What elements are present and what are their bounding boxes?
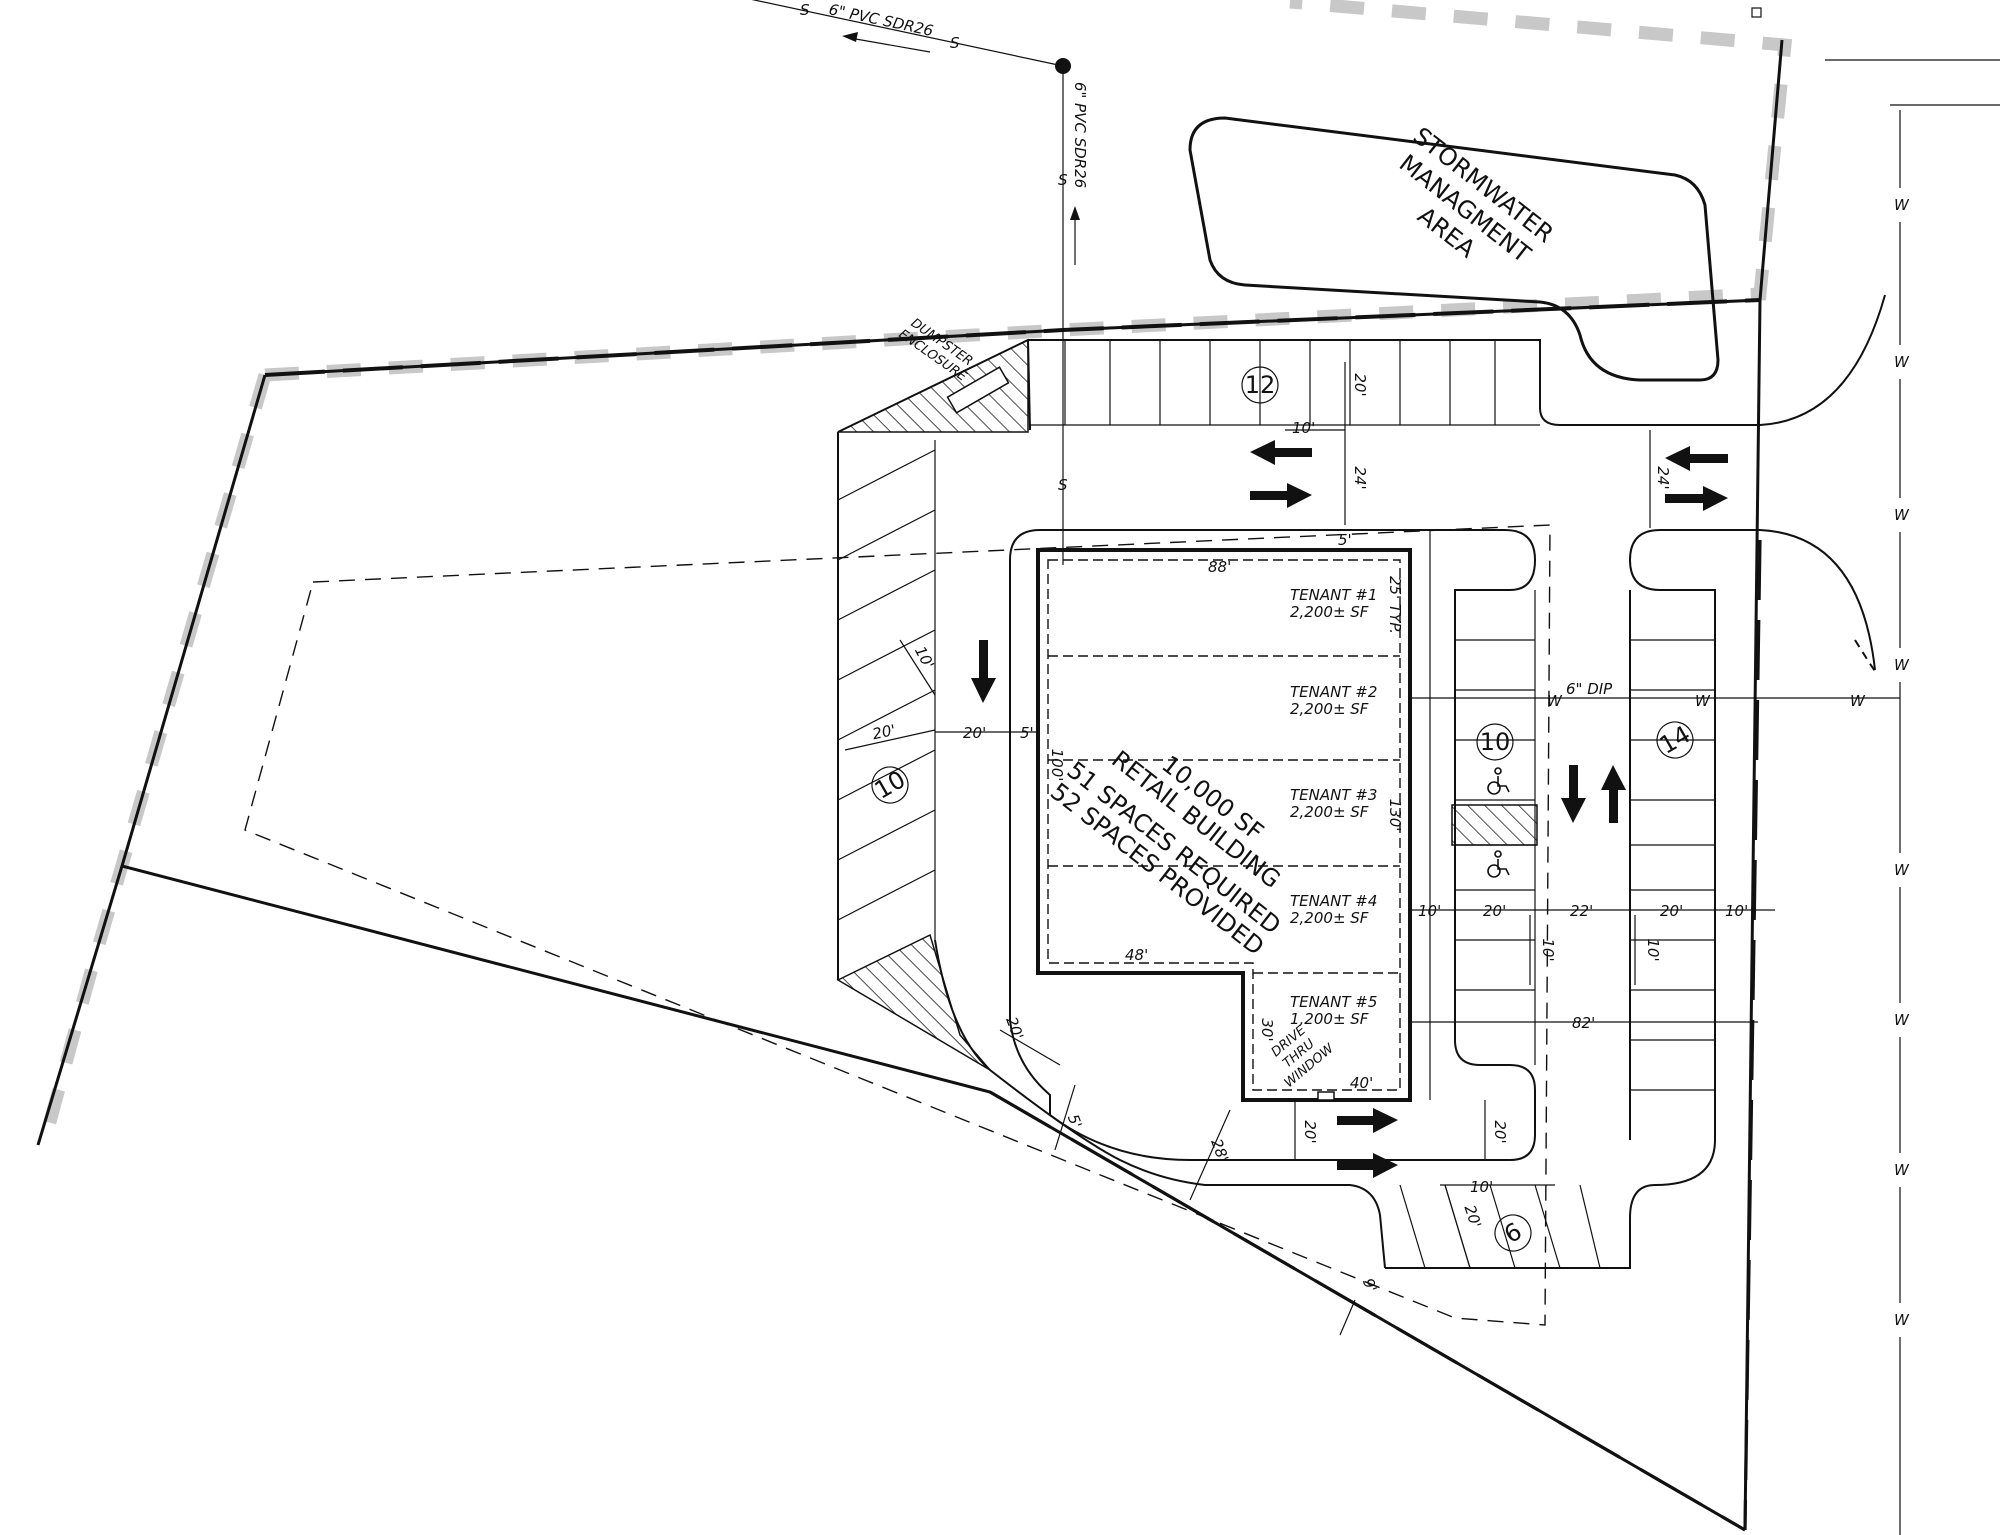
pavement-edges xyxy=(837,294,1886,1269)
property-boundary xyxy=(36,0,1793,1532)
sewer-label-top: 6" PVC SDR26 xyxy=(827,0,935,40)
tenant-5-name: TENANT #5 xyxy=(1290,993,1377,1011)
tenant-4-area: 2,200± SF xyxy=(1290,909,1369,927)
count-east-row-west: 10 xyxy=(1476,723,1514,761)
arrow-down-icon xyxy=(1561,765,1586,823)
retail-building xyxy=(1036,548,1412,1102)
sewer-s-4: S xyxy=(1058,476,1068,494)
dim-9: 9' xyxy=(1359,1276,1381,1295)
dim-20-s2: 20' xyxy=(1491,1120,1509,1143)
dim-30: 30' xyxy=(1258,1018,1276,1041)
sewer-s-3: S xyxy=(1058,171,1068,189)
sewer-s-1: S xyxy=(800,1,810,19)
hatched-islands xyxy=(836,338,1538,1071)
water-w-7: W xyxy=(1894,656,1910,674)
count-north-row: 12 xyxy=(1241,366,1279,404)
tenant-5-area: 1,200± SF xyxy=(1290,1010,1369,1028)
svg-text:10: 10 xyxy=(870,765,910,805)
count-east-row-east: 14 xyxy=(1655,720,1695,760)
accessible-parking-icon xyxy=(1487,850,1510,878)
arrow-right-icon xyxy=(1665,486,1728,511)
dim-5-sw: 5' xyxy=(1064,1112,1086,1131)
dim-20-s1: 20' xyxy=(1301,1120,1319,1143)
tenant-2-name: TENANT #2 xyxy=(1290,683,1377,701)
tenant-4-name: TENANT #4 xyxy=(1290,892,1377,910)
accessible-parking-icon xyxy=(1487,767,1510,795)
dim-24-north: 24' xyxy=(1351,466,1369,489)
dim-24-east: 24' xyxy=(1654,466,1672,489)
setback-line xyxy=(244,524,1551,1326)
water-w-10: W xyxy=(1894,1161,1910,1179)
water-w-5: W xyxy=(1894,353,1910,371)
water-main: W W W 6" DIP W W W W W W W W xyxy=(1410,110,1910,1535)
water-w-1: W xyxy=(1547,692,1563,710)
water-w-3: W xyxy=(1850,692,1866,710)
svg-text:14: 14 xyxy=(1655,720,1695,760)
arrow-right-icon xyxy=(1250,483,1312,508)
dim-20-e1: 20' xyxy=(1483,902,1506,920)
arrow-down-icon xyxy=(971,640,996,703)
count-south-row: 6 xyxy=(1494,1214,1532,1252)
count-west-row: 10 xyxy=(870,765,910,805)
dim-40: 40' xyxy=(1350,1074,1373,1092)
dim-25-typ: 25' TYP. xyxy=(1386,576,1404,634)
dim-82: 82' xyxy=(1572,1014,1595,1032)
dim-20-west-aisle: 20' xyxy=(963,724,986,742)
sewer-label-vertical: 6" PVC SDR26 xyxy=(1071,82,1089,188)
dim-10-north: 10' xyxy=(1292,419,1315,437)
dim-5-north: 5' xyxy=(1338,531,1352,549)
dim-88: 88' xyxy=(1208,558,1231,576)
dim-130: 130' xyxy=(1386,799,1404,832)
tenant-3-name: TENANT #3 xyxy=(1290,786,1377,804)
dim-48: 48' xyxy=(1125,946,1148,964)
sewer-s-2: S xyxy=(950,34,960,52)
tenant-3-area: 2,200± SF xyxy=(1290,803,1369,821)
water-w-2: W xyxy=(1695,692,1711,710)
tenant-1-name: TENANT #1 xyxy=(1290,586,1377,604)
dim-10-e4: 10' xyxy=(1644,938,1662,961)
water-w-4: W xyxy=(1894,196,1910,214)
dim-10-e3: 10' xyxy=(1539,938,1557,961)
dim-10-s: 10' xyxy=(1470,1178,1493,1196)
sanitary-sewer: 6" PVC SDR26 S S 6" PVC SDR26 S S xyxy=(751,0,1089,565)
parking-stalls xyxy=(837,340,1715,1269)
tenant-labels: TENANT #1 2,200± SF TENANT #2 2,200± SF … xyxy=(1290,586,1377,1028)
building-summary: 10,000 SF RETAIL BUILDING 51 SPACES REQU… xyxy=(1045,745,1286,961)
water-w-9: W xyxy=(1894,1011,1910,1029)
svg-text:10: 10 xyxy=(1480,728,1511,756)
dim-100: 100' xyxy=(1048,749,1066,782)
dim-22-e: 22' xyxy=(1570,902,1593,920)
dimension-annotations: 20' 10' 24' 5' 24' 88' 25' TYP. 100' 130… xyxy=(844,362,1775,1336)
svg-text:12: 12 xyxy=(1245,371,1276,399)
svg-text:6: 6 xyxy=(1499,1217,1526,1249)
water-w-6: W xyxy=(1894,506,1910,524)
traffic-arrows xyxy=(971,440,1728,1178)
arrow-up-icon xyxy=(1601,765,1626,823)
dim-10-e1: 10' xyxy=(1418,902,1441,920)
arrow-right-icon xyxy=(1337,1153,1398,1178)
tenant-2-area: 2,200± SF xyxy=(1290,700,1369,718)
dim-20-sw: 20' xyxy=(1002,1014,1027,1042)
tenant-1-area: 2,200± SF xyxy=(1290,603,1369,621)
water-main-label: 6" DIP xyxy=(1566,680,1613,698)
arrow-left-icon xyxy=(1250,440,1312,465)
drive-thru-label: DRIVE THRU WINDOW xyxy=(1269,1022,1338,1090)
dim-20-e2: 20' xyxy=(1660,902,1683,920)
water-w-11: W xyxy=(1894,1311,1910,1329)
arrow-right-icon xyxy=(1337,1108,1398,1133)
water-w-8: W xyxy=(1894,861,1910,879)
dim-20-s3: 20' xyxy=(1461,1203,1485,1231)
dim-10-west: 10' xyxy=(911,643,938,672)
right-road-edge xyxy=(1825,59,2000,106)
dim-5-west: 5' xyxy=(1020,724,1034,742)
dim-20-west-stall: 20' xyxy=(871,721,897,743)
arrow-left-icon xyxy=(1665,446,1728,471)
dim-10-e2: 10' xyxy=(1725,902,1748,920)
dim-20-north: 20' xyxy=(1351,373,1369,396)
